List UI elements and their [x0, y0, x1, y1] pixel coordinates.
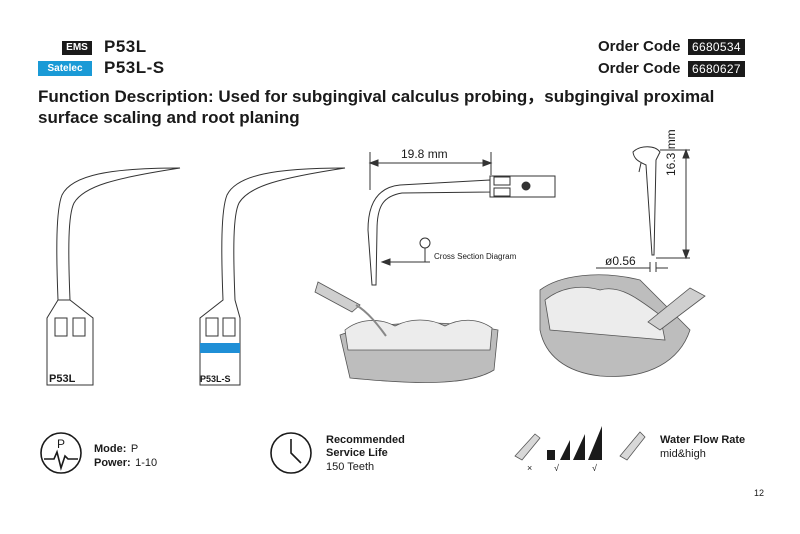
- flow-mark-high: √: [592, 463, 597, 473]
- flow-mark-low: ×: [527, 463, 533, 473]
- mode-label: Mode:: [94, 443, 127, 455]
- power-row: Power: 1-10: [94, 453, 157, 471]
- height-dimension: 16.3 mm: [664, 129, 678, 176]
- tip-label-p53l-s: P53L-S: [200, 374, 231, 384]
- flow-mark-mid: √: [554, 463, 559, 473]
- mode-row: Mode: P: [94, 439, 138, 457]
- length-dimension: 19.8 mm: [401, 147, 448, 161]
- dimension-drawing: [367, 152, 556, 286]
- brand-badge-satelec: Satelec: [38, 61, 92, 76]
- order-code-label-2: Order Code: [598, 60, 681, 77]
- mode-icon-letter: P: [57, 437, 65, 451]
- power-label: Power:: [94, 457, 131, 469]
- tip-illustration-p53l-s: [199, 167, 346, 386]
- tip-label-p53l: P53L: [49, 373, 76, 385]
- water-flow-title: Water Flow Rate: [660, 434, 746, 446]
- clock-icon: [270, 432, 312, 474]
- diameter-dimension: ø0.56: [605, 254, 636, 268]
- side-view-drawing: [596, 146, 690, 272]
- dental-model-left: [314, 281, 499, 383]
- model-satelec: P53L-S: [104, 58, 165, 77]
- service-life-value: 150 Teeth: [326, 461, 375, 473]
- power-value: 1-10: [135, 457, 158, 469]
- mode-icon: [40, 432, 82, 474]
- water-flow-icon: [514, 426, 646, 461]
- mode-value: P: [130, 443, 139, 455]
- service-life-title-1: Recommended: [326, 434, 405, 446]
- tip-illustration-p53l: [46, 167, 181, 386]
- order-code-label: Order Code: [598, 38, 681, 55]
- service-life-title-2: Service Life: [326, 447, 388, 459]
- brand-badge-ems: EMS: [62, 41, 92, 55]
- page-number: 12: [753, 488, 764, 498]
- cross-section-label: Cross Section Diagram: [434, 252, 517, 261]
- dental-model-right: [539, 274, 706, 377]
- order-code-ems: 6680534: [688, 39, 745, 55]
- water-flow-value: mid&high: [660, 448, 706, 460]
- function-description: Function Description: Used for subgingiv…: [38, 87, 715, 127]
- model-ems: P53L: [104, 37, 147, 56]
- order-code-satelec: 6680627: [688, 61, 745, 77]
